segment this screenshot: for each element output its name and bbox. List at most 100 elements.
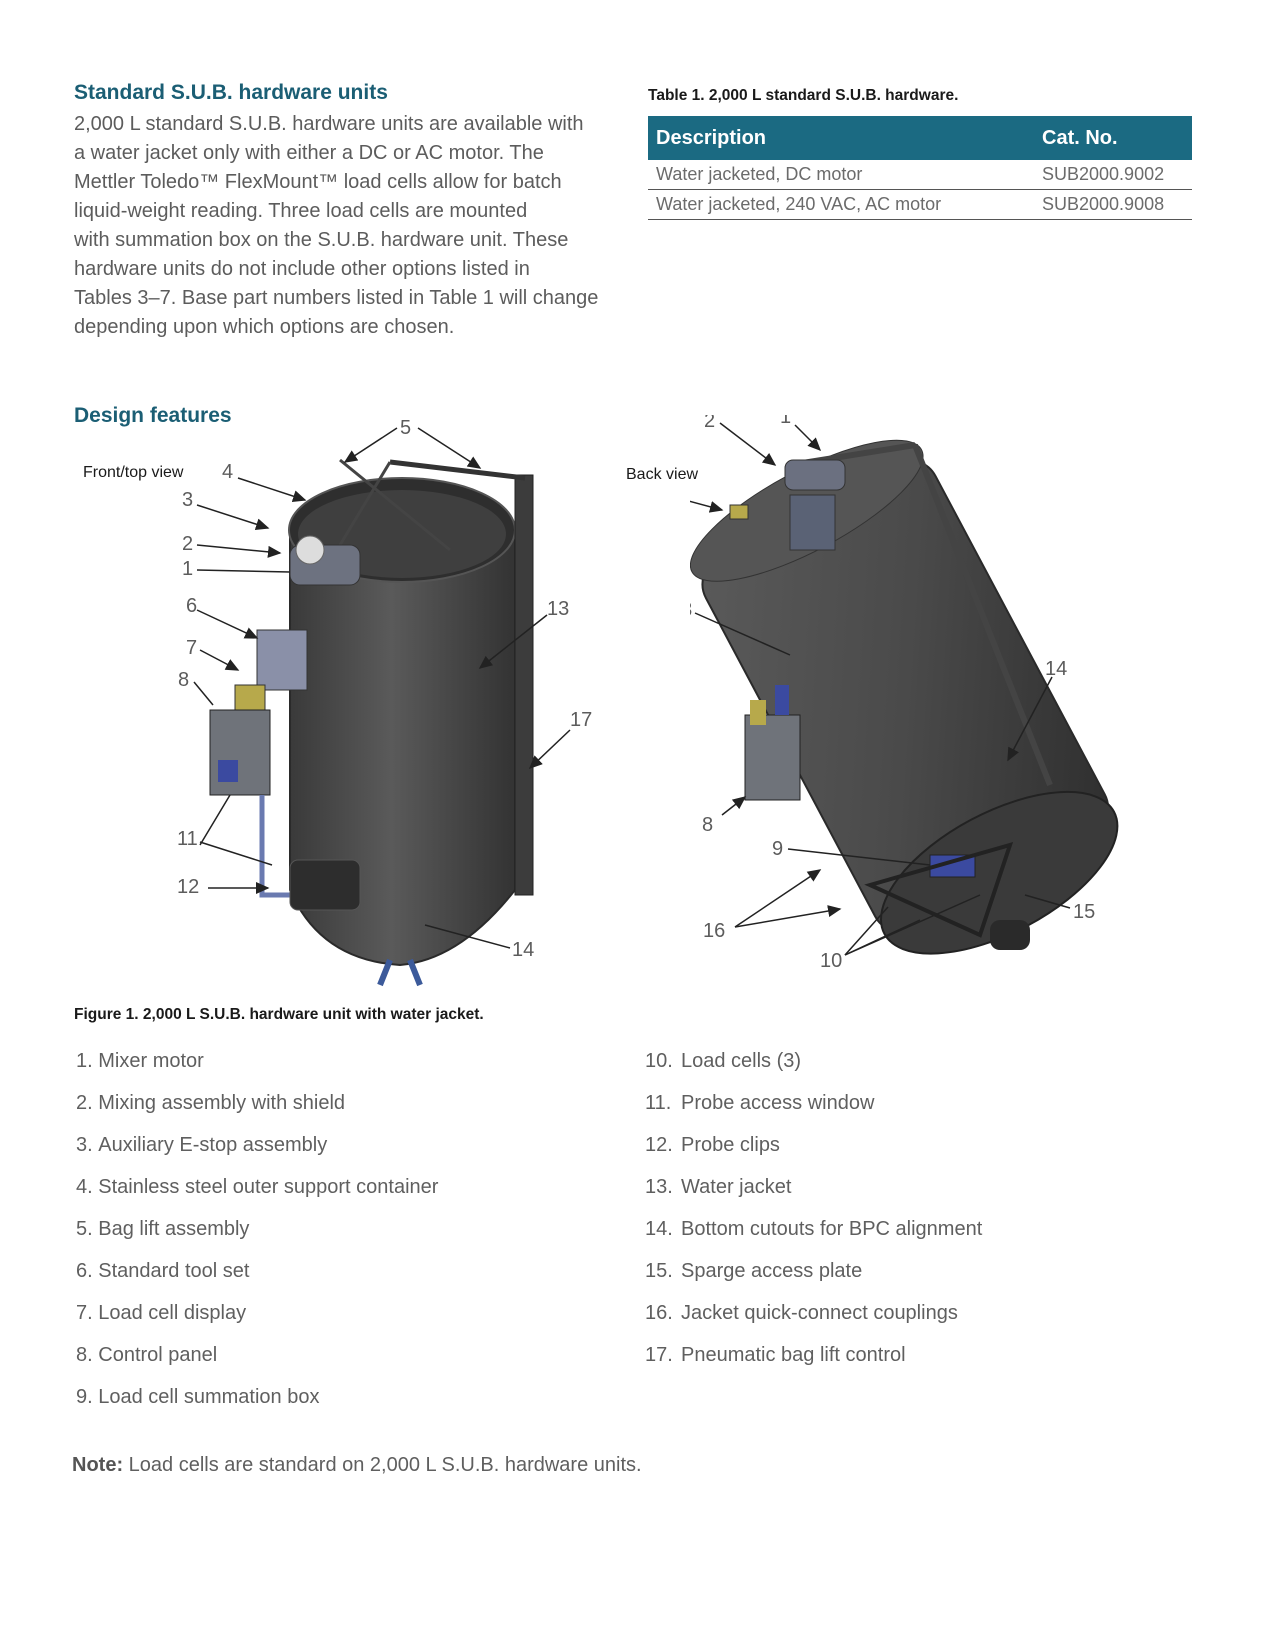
table-header-description: Description	[648, 116, 1034, 160]
table-header-cat-no: Cat. No.	[1034, 116, 1192, 160]
front-callout-11: 11	[177, 828, 198, 850]
table-row: Water jacketed, DC motor SUB2000.9002	[648, 160, 1192, 190]
back-view-illustration: 2 1 3 13 14 8 9 16 10 15	[690, 415, 1119, 972]
note-label: Note:	[72, 1454, 124, 1476]
table-caption: Table 1. 2,000 L standard S.U.B. hardwar…	[648, 87, 959, 104]
back-callout-8: 8	[702, 814, 713, 836]
list-item-number: 6.	[76, 1260, 93, 1282]
table-cell-description: Water jacketed, DC motor	[648, 160, 1034, 190]
list-item-text: Jacket quick-connect couplings	[681, 1302, 958, 1324]
back-callout-2: 2	[704, 415, 715, 432]
intro-line: depending upon which options are chosen.	[74, 316, 455, 338]
list-item-number: 17.	[645, 1344, 673, 1366]
list-item: 9. Load cell summation box	[76, 1386, 319, 1409]
back-view-label: Back view	[626, 466, 699, 483]
list-item: 1. Mixer motor	[76, 1050, 204, 1073]
list-item-text: Stainless steel outer support container	[98, 1176, 439, 1198]
list-item: 5. Bag lift assembly	[76, 1218, 249, 1241]
front-callout-3: 3	[182, 489, 193, 511]
list-item-number: 2.	[76, 1092, 93, 1114]
intro-paragraph: 2,000 L standard S.U.B. hardware units a…	[74, 110, 634, 342]
list-item: 6. Standard tool set	[76, 1260, 249, 1283]
list-item: 12.Probe clips	[645, 1134, 780, 1157]
list-item-number: 3.	[76, 1134, 93, 1156]
list-item-number: 14.	[645, 1218, 673, 1240]
list-item-number: 4.	[76, 1176, 93, 1198]
list-item-number: 16.	[645, 1302, 673, 1324]
list-item-text: Load cells (3)	[681, 1050, 802, 1072]
list-item-text: Load cell display	[98, 1302, 247, 1324]
back-callout-15: 15	[1073, 901, 1095, 923]
list-item-text: Bottom cutouts for BPC alignment	[681, 1218, 983, 1240]
list-item-text: Control panel	[98, 1344, 218, 1366]
list-item: 14. Bottom cutouts for BPC alignment	[645, 1218, 982, 1241]
table-header-row: Description Cat. No.	[648, 116, 1192, 160]
figure-caption: Figure 1. 2,000 L S.U.B. hardware unit w…	[74, 1006, 484, 1023]
list-item: 10. Load cells (3)	[645, 1050, 801, 1073]
front-callout-14: 14	[512, 939, 534, 961]
intro-line: liquid-weight reading. Three load cells …	[74, 200, 528, 222]
list-item-number: 1.	[76, 1050, 93, 1072]
back-callout-13: 13	[690, 599, 692, 621]
list-item-number: 15.	[645, 1260, 673, 1282]
table-cell-description: Water jacketed, 240 VAC, AC motor	[648, 189, 1034, 220]
table-cell-cat-no: SUB2000.9002	[1034, 160, 1192, 190]
list-item: 3. Auxiliary E-stop assembly	[76, 1134, 327, 1157]
intro-line: 2,000 L standard S.U.B. hardware units a…	[74, 113, 584, 135]
intro-line: Mettler Toledo™ FlexMount™ load cells al…	[74, 171, 562, 193]
intro-heading: Standard S.U.B. hardware units	[74, 81, 388, 104]
list-item-text: Probe access window	[681, 1092, 875, 1114]
list-item: 15. Sparge access plate	[645, 1260, 862, 1283]
list-item-number: 11.	[645, 1092, 672, 1114]
note-text: Load cells are standard on 2,000 L S.U.B…	[123, 1454, 642, 1476]
list-item-text: Mixer motor	[98, 1050, 204, 1072]
list-item-number: 8.	[76, 1344, 93, 1366]
list-item: 4. Stainless steel outer support contain…	[76, 1176, 438, 1199]
list-item-number: 9.	[76, 1386, 93, 1408]
list-item-text: Standard tool set	[98, 1260, 250, 1282]
note: Note: Load cells are standard on 2,000 L…	[72, 1454, 642, 1477]
intro-line: a water jacket only with either a DC or …	[74, 142, 544, 164]
list-item-text: Sparge access plate	[681, 1260, 863, 1282]
back-callout-10: 10	[820, 950, 842, 972]
list-item-number: 13.	[645, 1176, 673, 1198]
list-item-text: Pneumatic bag lift control	[681, 1344, 906, 1366]
list-item-text: Auxiliary E-stop assembly	[98, 1134, 328, 1156]
front-callout-8: 8	[178, 669, 189, 691]
back-callout-1: 1	[780, 415, 791, 428]
list-item-text: Load cell summation box	[98, 1386, 320, 1408]
front-callout-12: 12	[177, 876, 199, 898]
front-view-illustration: 5 4 3 2 1 6 7 8 11 12 13 17 14	[177, 420, 592, 987]
list-item: 13. Water jacket	[645, 1176, 791, 1199]
back-callout-14: 14	[1045, 658, 1067, 680]
back-callout-16: 16	[703, 920, 725, 942]
list-item-text: Bag lift assembly	[98, 1218, 250, 1240]
list-item-text: Water jacket	[681, 1176, 792, 1198]
list-item-number: 10.	[645, 1050, 673, 1072]
front-callout-2: 2	[182, 533, 193, 555]
front-callout-5: 5	[400, 420, 411, 439]
list-item-number: 5.	[76, 1218, 93, 1240]
front-callout-7: 7	[186, 637, 197, 659]
list-item: 17. Pneumatic bag lift control	[645, 1344, 906, 1367]
intro-line: hardware units do not include other opti…	[74, 258, 530, 280]
list-item: 8. Control panel	[76, 1344, 217, 1367]
hardware-table: Description Cat. No. Water jacketed, DC …	[648, 116, 1192, 220]
table-cell-cat-no: SUB2000.9008	[1034, 189, 1192, 220]
list-item: 11. Probe access window	[645, 1092, 874, 1115]
list-item: 2. Mixing assembly with shield	[76, 1092, 345, 1115]
back-callout-9: 9	[772, 838, 783, 860]
front-callout-1: 1	[182, 558, 193, 580]
front-callout-13: 13	[547, 598, 569, 620]
list-item-text: Mixing assembly with shield	[98, 1092, 346, 1114]
list-item-number: 7.	[76, 1302, 93, 1324]
front-callout-6: 6	[186, 595, 197, 617]
front-view-label: Front/top view	[83, 464, 184, 481]
list-item: 16. Jacket quick-connect couplings	[645, 1302, 958, 1325]
intro-line: Tables 3–7. Base part numbers listed in …	[74, 287, 599, 309]
front-callout-4: 4	[222, 461, 233, 483]
list-item: 7. Load cell display	[76, 1302, 246, 1325]
design-heading: Design features	[74, 404, 232, 427]
intro-line: with summation box on the S.U.B. hardwar…	[74, 229, 569, 251]
table-row: Water jacketed, 240 VAC, AC motor SUB200…	[648, 189, 1192, 220]
